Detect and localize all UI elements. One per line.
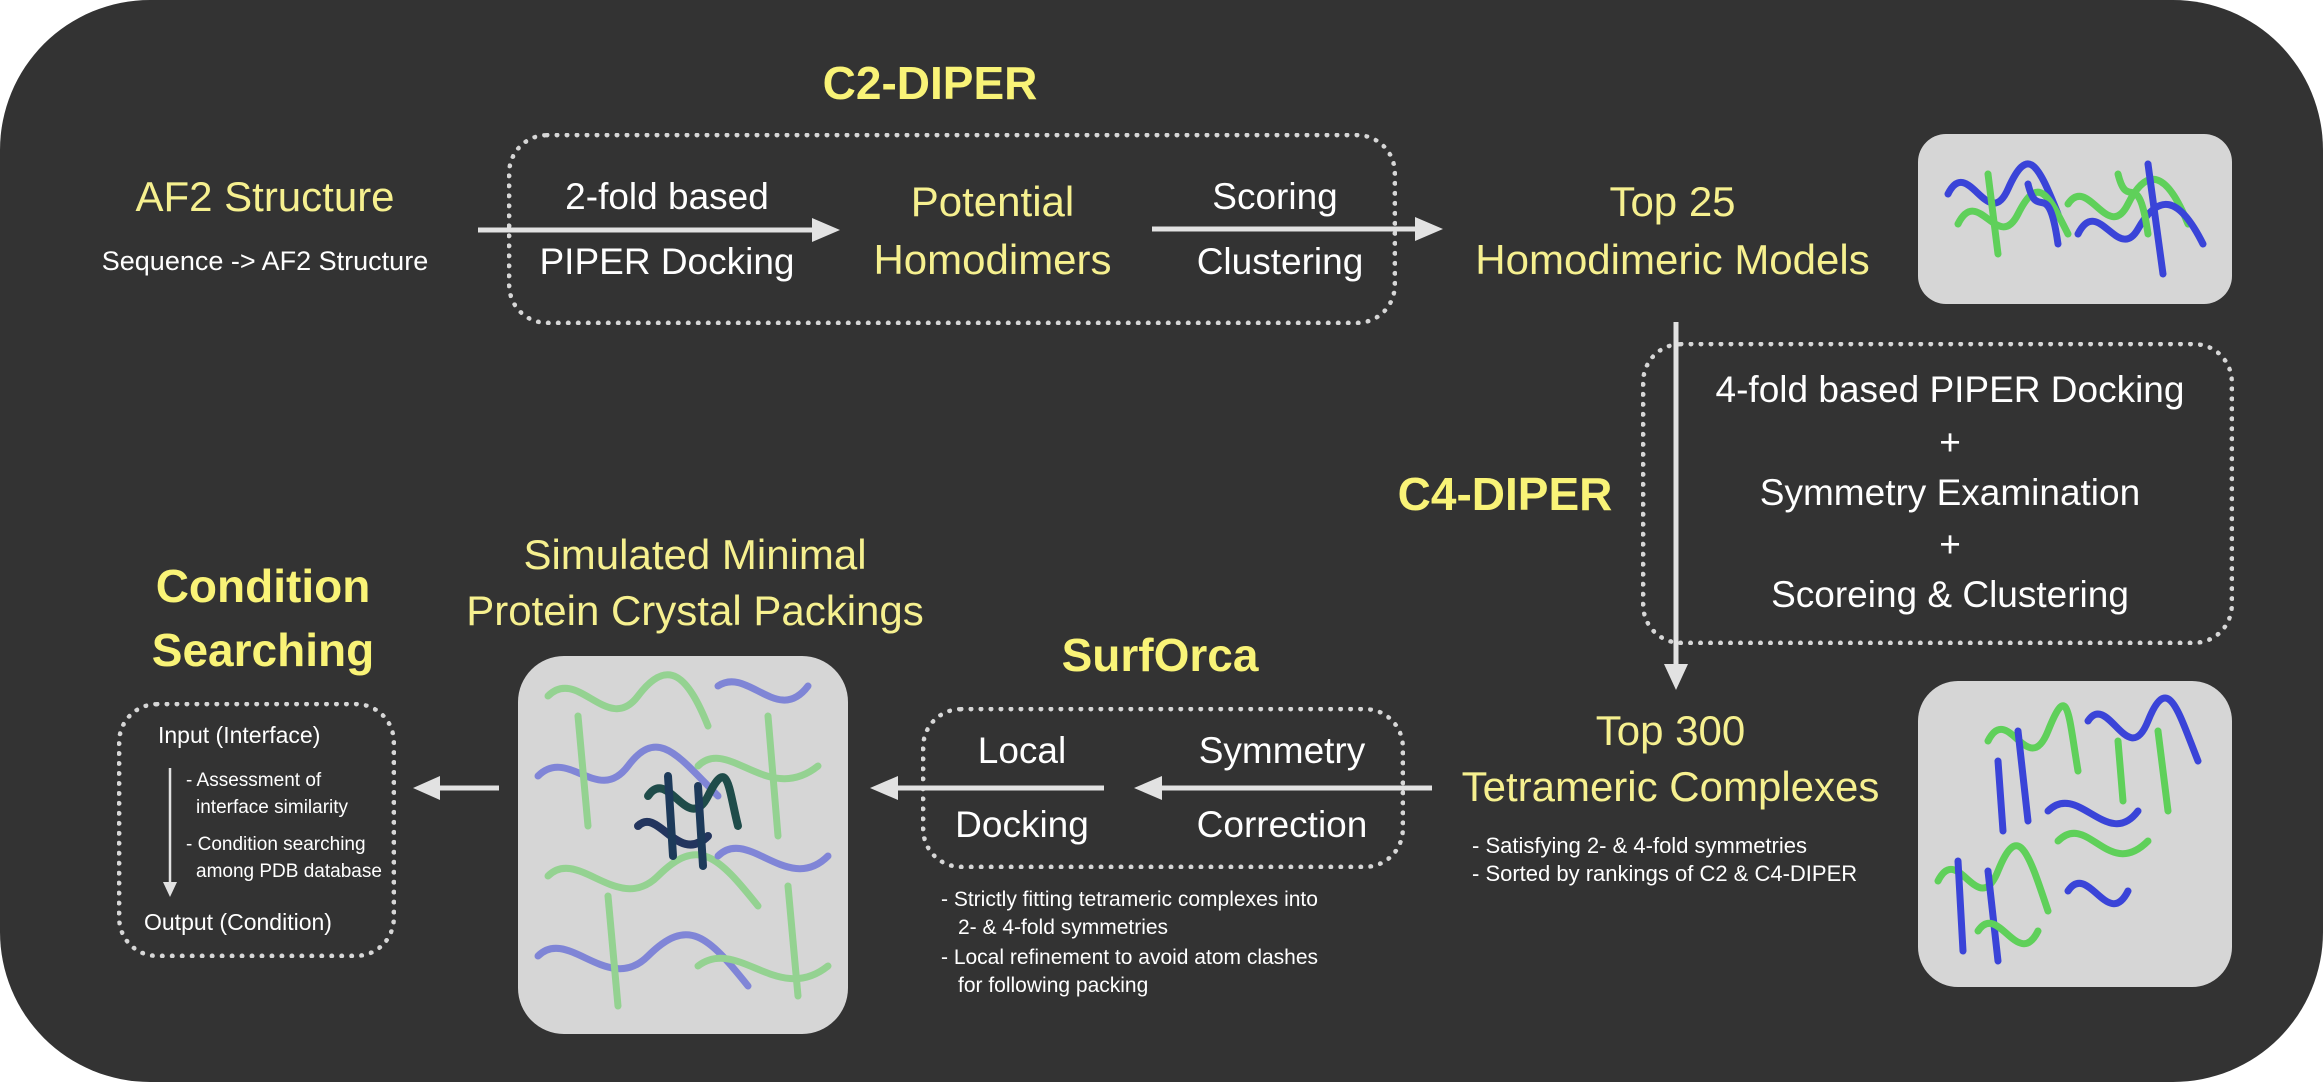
packings-line1: Simulated Minimal [523,531,867,578]
c4-box-line2: Symmetry Examination [1759,472,2141,513]
condition-searching-box [117,702,396,958]
c4-box-plus1: + [1939,422,1961,463]
condition-step1b: interface similarity [196,797,349,818]
top300-line2: Tetrameric Complexes [1461,763,1880,810]
surforca-note2b: for following packing [958,974,1149,997]
c2-diper-title: C2-DIPER [822,57,1038,109]
symmetry-correction-line1: Symmetry [1198,730,1366,771]
surforca-note1a: - Strictly fitting tetrameric complexes … [941,888,1318,911]
packings-line2: Protein Crystal Packings [466,587,924,634]
condition-step2a: - Condition searching [186,834,366,855]
potential-homodimers-line2: Homodimers [873,236,1112,283]
clustering-label: Clustering [1196,241,1364,282]
condition-input: Input (Interface) [158,722,321,748]
surforca-note1b: 2- & 4-fold symmetries [958,916,1169,939]
af2-structure-title: AF2 Structure [135,173,395,220]
c4-box-line3: Scoreing & Clustering [1771,574,2129,615]
condition-title-line1: Condition [155,560,371,612]
homodimer-model-image [1918,134,2232,304]
symmetry-correction-line2: Correction [1196,804,1368,845]
c4-diper-title: C4-DIPER [1397,468,1613,520]
local-docking-line1: Local [977,730,1067,771]
docking-2fold-line2: PIPER Docking [539,241,795,282]
top300-note1: - Satisfying 2- & 4-fold symmetries [1472,833,1807,858]
potential-homodimers-line1: Potential [910,178,1075,225]
af2-structure-subtitle: Sequence -> AF2 Structure [101,246,429,276]
c4-box-line1: 4-fold based PIPER Docking [1715,369,2185,410]
top300-line1: Top 300 [1595,707,1746,754]
local-docking-line2: Docking [955,804,1089,845]
crystal-packing-image [518,656,848,1034]
c4-diper-box [1641,342,2234,645]
surforca-note2a: - Local refinement to avoid atom clashes [941,946,1319,969]
tetrameric-complex-image [1918,681,2232,987]
top300-note2: - Sorted by rankings of C2 & C4-DIPER [1472,861,1858,886]
condition-step1a: - Assessment of [186,770,322,791]
surforca-title: SurfOrca [1061,629,1259,681]
condition-output: Output (Condition) [144,909,332,935]
scoring-label: Scoring [1212,176,1338,217]
condition-title-line2: Searching [151,624,375,676]
condition-step2b: among PDB database [196,861,382,882]
top25-line1: Top 25 [1609,178,1736,225]
c4-box-plus2: + [1939,524,1961,565]
top25-line2: Homodimeric Models [1475,236,1870,283]
docking-2fold-line1: 2-fold based [565,176,769,217]
